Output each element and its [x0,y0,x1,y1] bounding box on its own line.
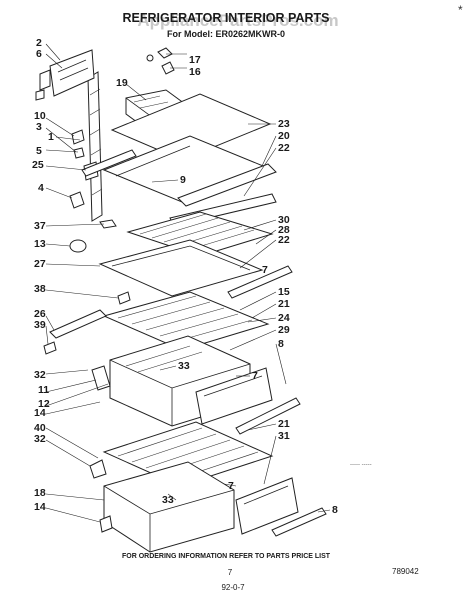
callout: 6 [36,48,42,60]
callout: 2 [36,37,42,49]
callout: 22 [278,142,290,154]
callout: 15 [278,286,290,298]
leader-lines [45,43,331,523]
callout: 32 [34,369,46,381]
clip-39 [43,341,57,355]
callout: 40 [34,422,46,434]
cross-bar [81,149,137,177]
callout: 17 [189,54,201,66]
crisper-cover-24 [91,365,111,391]
callout: 8 [332,504,338,516]
vertical-rail [87,71,103,222]
hinge-bracket [35,69,51,101]
shelf-frame-27 [98,239,264,297]
cover-26 [49,309,107,339]
callout: 33 [162,494,174,506]
shelf-frame-20 [102,135,277,207]
callout: 22 [278,234,290,246]
drawing-number: 789042 [392,567,419,576]
callout: 25 [32,159,44,171]
page-number: 7 [228,568,233,577]
callout: 7 [262,264,268,276]
callout: 8 [278,338,284,350]
callout: 18 [34,487,46,499]
callout: 7 [252,370,258,382]
callout: 30 [278,214,290,226]
trim-strip-7 [227,265,293,299]
callout: 29 [278,324,290,336]
callout: 27 [34,258,46,270]
callout: 20 [278,130,290,142]
model-line: For Model: ER0262MKWR-0 [167,29,285,39]
callout: 4 [38,182,44,194]
callout: 3 [36,121,42,133]
clip-14-lower [99,515,113,533]
trim-bar-8 [235,397,301,435]
callout: 26 [34,308,46,320]
callout: 21 [278,418,290,430]
callout: 38 [34,283,46,295]
control-panel [49,49,95,97]
ordering-note: FOR ORDERING INFORMATION REFER TO PARTS … [122,553,331,560]
callout-labels: 2 6 17 16 19 10 3 1 5 25 4 37 13 27 38 2… [32,37,338,516]
callout: 9 [180,174,186,186]
small-note: ----- ----- [350,462,372,468]
date-code: 92-0-7 [221,583,245,592]
callout: 24 [278,312,290,324]
callout: 16 [189,66,201,78]
callout: 14 [34,501,46,513]
callout: 5 [36,145,42,157]
callout: 11 [38,384,49,396]
callout: 12 [38,398,50,410]
callout: 28 [278,224,290,236]
watermark: AppliancePartsPros.com [137,11,338,30]
callout: 7 [228,480,234,492]
wire-shelf-15 [102,291,270,351]
trim-bar-8-lower [271,507,327,537]
screw-37 [99,219,117,229]
clip-32-lower [89,459,107,479]
callout: 19 [116,77,128,89]
callout: 10 [34,110,46,122]
callout: 23 [278,118,290,130]
clip-4 [69,191,85,209]
top-clip [146,47,175,75]
drawer-front-31 [235,477,299,535]
page-title: REFRIGERATOR INTERIOR PARTS [123,11,330,25]
callout: 1 [48,131,54,143]
callout: 21 [278,298,290,310]
lower-drawer [103,461,235,553]
knob-13 [69,239,87,253]
callout: 33 [178,360,190,372]
callout: 13 [34,238,46,250]
clip-38 [117,291,131,305]
callout: 39 [34,319,46,331]
callout: 14 [34,407,46,419]
callout: 37 [34,220,46,232]
callout: 31 [278,430,290,442]
corner-mark: * [458,3,463,17]
callout: 32 [34,433,46,445]
